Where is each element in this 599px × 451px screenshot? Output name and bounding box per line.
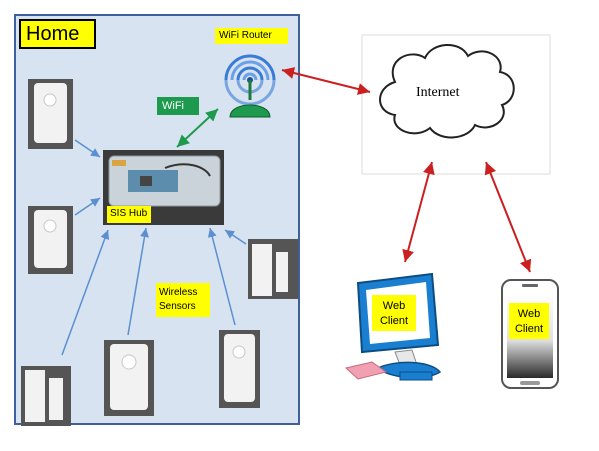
internet-label: Internet — [416, 85, 460, 100]
motion-sensor-icon — [28, 79, 73, 149]
door-sensor-icon — [21, 366, 71, 426]
internet-link-arrows — [281, 67, 532, 273]
web-client-phone-line1: Web — [517, 308, 541, 320]
wifi-link-arrow — [176, 108, 219, 148]
sensor-link-arrows — [61, 139, 247, 356]
web-client-pc-line2: Client — [379, 314, 409, 327]
wireless-sensors-label: Wireless Sensors — [156, 283, 210, 317]
internet-cloud-icon — [379, 44, 515, 139]
web-client-pc-label: Web Client — [372, 295, 416, 331]
motion-sensor-icon — [104, 340, 154, 416]
motion-sensor-icon — [219, 330, 260, 408]
door-sensor-icon — [248, 239, 298, 299]
motion-sensor-icon — [28, 206, 73, 274]
home-label: Home — [19, 19, 96, 49]
web-client-phone-line2: Client — [514, 322, 544, 335]
wifi-label: WiFi — [157, 97, 199, 115]
web-client-phone-label: Web Client — [509, 303, 549, 339]
sis-hub-label: SIS Hub — [107, 206, 151, 223]
wifi-router-label: WiFi Router — [215, 28, 288, 44]
web-client-pc-line1: Web — [382, 300, 406, 312]
wireless-sensors-line1: Wireless — [159, 287, 198, 298]
wifi-router-icon — [224, 54, 276, 118]
wireless-sensors-line2: Sensors — [159, 300, 196, 312]
